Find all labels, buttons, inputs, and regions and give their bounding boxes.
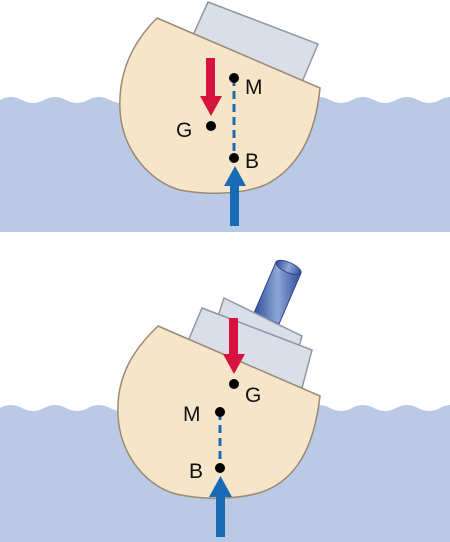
label-b: B [245, 150, 259, 173]
gravity-arrow [223, 318, 245, 374]
label-m: M [245, 76, 263, 99]
point-b-dot-icon [215, 463, 225, 473]
label-m: M [183, 403, 201, 426]
panel-unstable: G M B [0, 259, 450, 542]
gravity-arrow [200, 58, 222, 116]
label-g: G [245, 384, 261, 407]
buoyancy-arrow [209, 476, 232, 537]
point-g-dot-icon [206, 121, 216, 131]
buoyancy-arrow [224, 166, 246, 226]
label-b: B [189, 460, 203, 483]
label-g: G [176, 119, 192, 142]
point-g-dot-icon [229, 379, 239, 389]
panel-stable: M G B [0, 1, 450, 232]
point-m-dot-icon [215, 407, 225, 417]
funnel [253, 259, 302, 325]
point-m-dot-icon [229, 73, 239, 83]
hull [119, 17, 321, 195]
point-b-dot-icon [229, 153, 239, 163]
